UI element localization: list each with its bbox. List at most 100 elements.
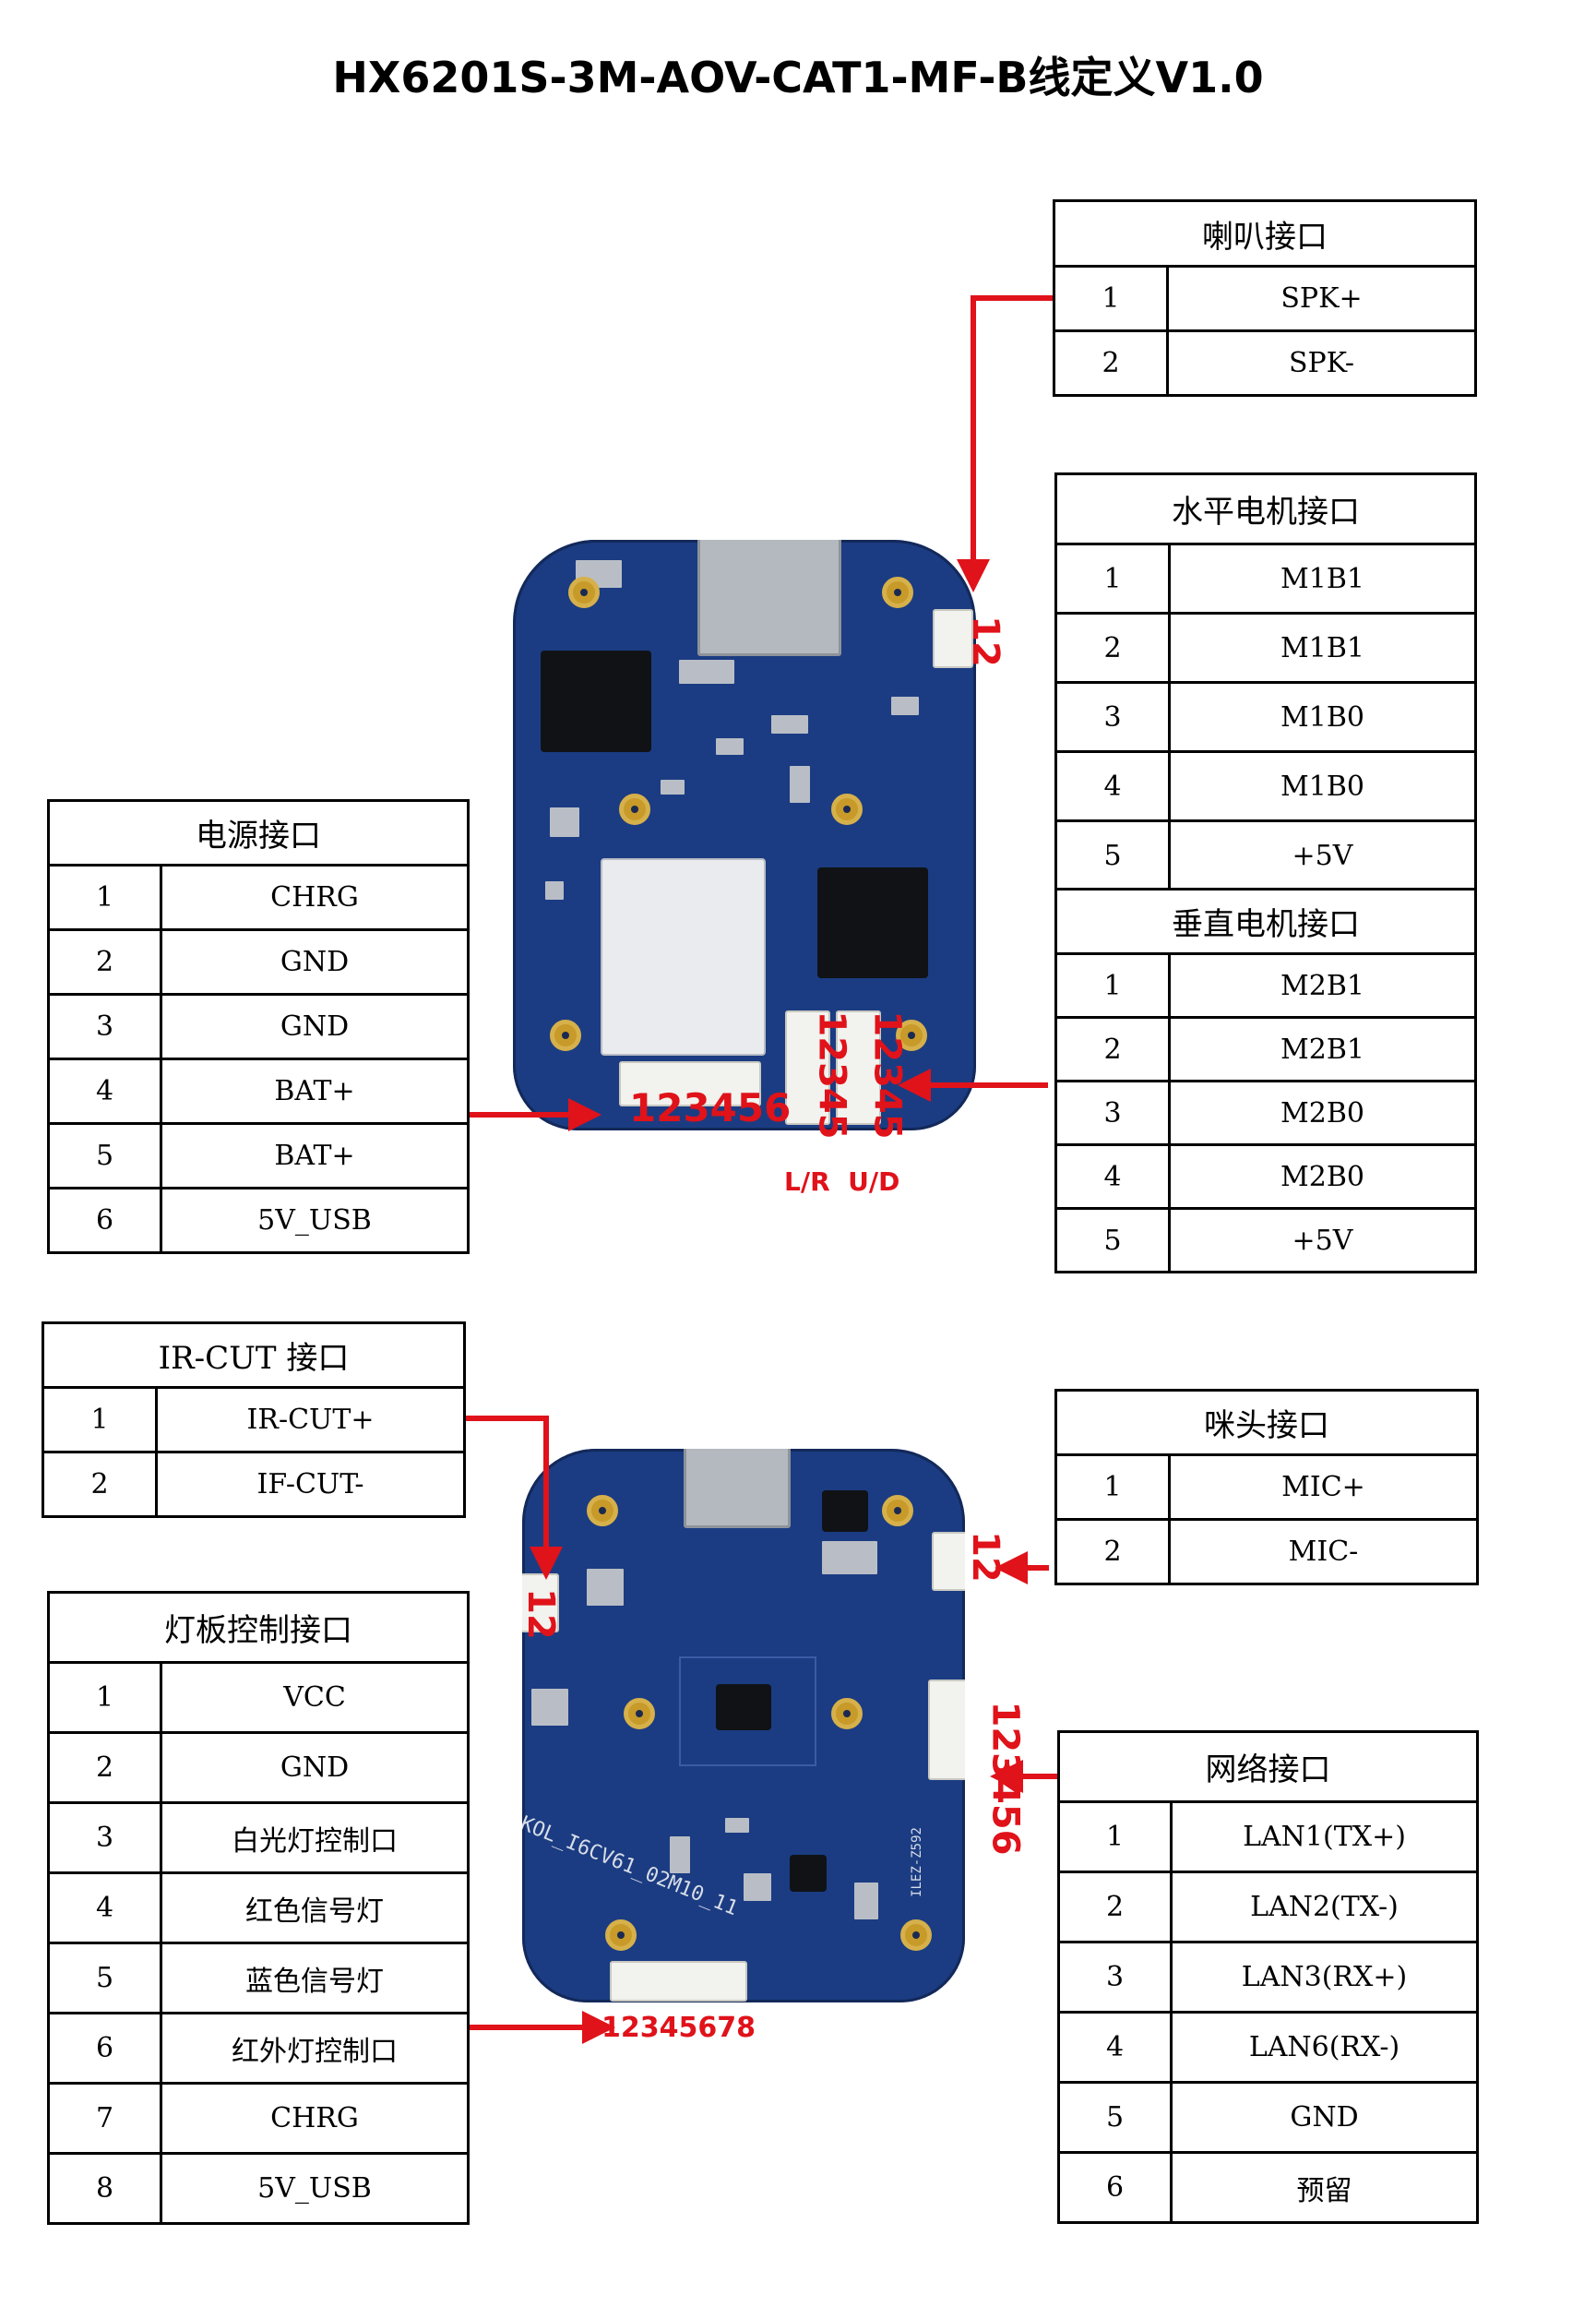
pin-number: 7 bbox=[47, 2082, 162, 2155]
pin-number: 2 bbox=[1054, 1016, 1171, 1082]
pin-number: 6 bbox=[47, 2012, 162, 2085]
mcu-chip bbox=[817, 867, 928, 978]
pin-number: 2 bbox=[1053, 329, 1169, 397]
pin-signal: M2B0 bbox=[1168, 1143, 1477, 1210]
ircut-arrow bbox=[466, 1416, 563, 1580]
component bbox=[891, 697, 919, 715]
pin-signal: 5V_USB bbox=[160, 1187, 470, 1254]
component bbox=[822, 1541, 877, 1574]
mic-connector bbox=[932, 1532, 965, 1591]
table-title: 咪头接口 bbox=[1054, 1389, 1479, 1456]
chip bbox=[822, 1490, 868, 1532]
power-connector bbox=[619, 1061, 761, 1106]
pin-number: 3 bbox=[47, 993, 162, 1060]
pin-signal: 5V_USB bbox=[160, 2152, 470, 2225]
table-title: 灯板控制接口 bbox=[47, 1591, 470, 1664]
pin-number: 2 bbox=[1054, 1518, 1171, 1585]
mounting-hole bbox=[896, 1020, 927, 1051]
bottom-board-photo: KOL_I6CV61_02M10_11 ILEZ-Z592 bbox=[522, 1449, 965, 2002]
pin-signal: 白光灯控制口 bbox=[160, 1801, 470, 1874]
pin-signal: GND bbox=[160, 928, 470, 996]
pin-number: 2 bbox=[47, 1731, 162, 1804]
component bbox=[854, 1883, 878, 1919]
mounting-hole bbox=[587, 1495, 618, 1526]
pin-number: 3 bbox=[1054, 681, 1171, 753]
sd-card-slot bbox=[697, 540, 841, 656]
speaker-arrow bbox=[957, 295, 1053, 592]
pin-number: 8 bbox=[47, 2152, 162, 2225]
mounting-hole bbox=[882, 577, 913, 608]
pin-number: 4 bbox=[1054, 1143, 1171, 1210]
component bbox=[771, 715, 808, 734]
ircut-connector bbox=[522, 1573, 559, 1632]
pin-signal: LAN2(TX-) bbox=[1170, 1871, 1479, 1943]
table-title: IR-CUT 接口 bbox=[42, 1321, 466, 1389]
pin-signal: BAT+ bbox=[160, 1122, 470, 1189]
inductor bbox=[531, 1689, 568, 1726]
pin-signal: CHRG bbox=[160, 864, 470, 931]
speaker-connector bbox=[933, 609, 973, 668]
ud-motor-connector bbox=[836, 1010, 881, 1125]
mounting-hole bbox=[882, 1495, 913, 1526]
chip bbox=[790, 1855, 827, 1892]
table-title: 电源接口 bbox=[47, 799, 470, 867]
pin-signal: LAN6(RX-) bbox=[1170, 2011, 1479, 2084]
pin-number: 5 bbox=[47, 1942, 162, 2014]
pin-number: 1 bbox=[1057, 1800, 1173, 1873]
pin-number: 4 bbox=[1054, 750, 1171, 822]
pin-number: 6 bbox=[1057, 2151, 1173, 2224]
top-board-photo bbox=[513, 540, 976, 1130]
inductor bbox=[587, 1569, 624, 1606]
pin-signal: 蓝色信号灯 bbox=[160, 1942, 470, 2014]
table-title: 垂直电机接口 bbox=[1054, 888, 1477, 955]
pin-number: 1 bbox=[1054, 952, 1171, 1019]
component bbox=[670, 1836, 690, 1873]
mounting-hole bbox=[624, 1698, 655, 1729]
component bbox=[545, 881, 564, 900]
table-title: 水平电机接口 bbox=[1054, 472, 1477, 545]
pin-number: 6 bbox=[47, 1187, 162, 1254]
pin-number: 2 bbox=[42, 1451, 158, 1518]
pin-signal: GND bbox=[1170, 2081, 1479, 2154]
pin-signal: IF-CUT- bbox=[155, 1451, 466, 1518]
pin-number: 3 bbox=[47, 1801, 162, 1874]
pin-signal: GND bbox=[160, 993, 470, 1060]
pin-number: 1 bbox=[1054, 1453, 1171, 1521]
pin-signal: 预留 bbox=[1170, 2151, 1479, 2224]
pin-number: 5 bbox=[1054, 819, 1171, 891]
pin-signal: CHRG bbox=[160, 2082, 470, 2155]
mounting-hole bbox=[831, 1698, 863, 1729]
pin-signal: IR-CUT+ bbox=[155, 1386, 466, 1453]
pin-number: 2 bbox=[1057, 1871, 1173, 1943]
pin-signal: 红外灯控制口 bbox=[160, 2012, 470, 2085]
light-pin-label: 12345678 bbox=[601, 2012, 756, 2044]
pin-number: 4 bbox=[47, 1871, 162, 1944]
page-title: HX6201S-3M-AOV-CAT1-MF-B线定义V1.0 bbox=[332, 53, 1264, 102]
pin-signal: M2B1 bbox=[1168, 1016, 1477, 1082]
mounting-hole bbox=[568, 577, 600, 608]
pin-signal: MIC+ bbox=[1168, 1453, 1479, 1521]
component bbox=[790, 766, 810, 803]
pin-number: 5 bbox=[47, 1122, 162, 1189]
pin-number: 3 bbox=[1057, 1941, 1173, 2014]
mounting-hole bbox=[550, 1020, 581, 1051]
pin-number: 1 bbox=[1054, 543, 1171, 615]
pin-signal: MIC- bbox=[1168, 1518, 1479, 1585]
cat1-module bbox=[601, 858, 766, 1056]
pin-signal: M1B1 bbox=[1168, 543, 1477, 615]
image-sensor bbox=[716, 1684, 771, 1730]
light-board-connector bbox=[610, 1961, 747, 2002]
pin-signal: VCC bbox=[160, 1661, 470, 1734]
pin-signal: SPK- bbox=[1166, 329, 1477, 397]
pin-signal: M1B0 bbox=[1168, 681, 1477, 753]
pin-signal: LAN3(RX+) bbox=[1170, 1941, 1479, 2014]
pin-number: 1 bbox=[1053, 265, 1169, 332]
soc-chip bbox=[541, 651, 651, 752]
